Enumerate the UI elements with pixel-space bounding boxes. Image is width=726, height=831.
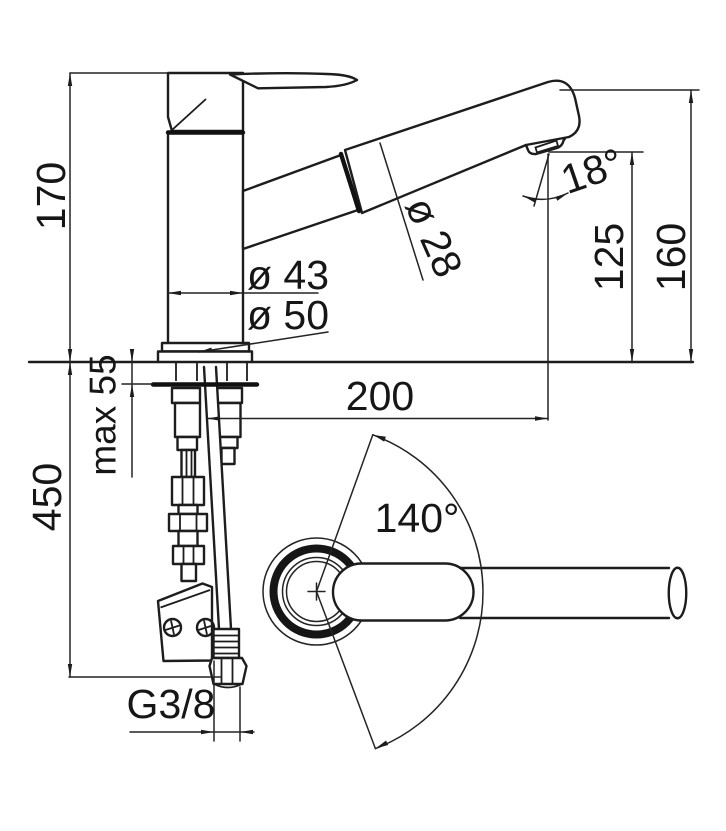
pullout-wand [343, 79, 581, 215]
lever-handle [228, 72, 359, 90]
label-dia-43: ø 43 [247, 252, 329, 298]
screw-icon [195, 617, 216, 638]
mixer-head [165, 71, 246, 135]
spout-base [241, 153, 360, 251]
label-angle-18: 18° [555, 139, 629, 203]
label-length-450: 450 [24, 463, 70, 531]
swivel-radius-lines [315, 434, 377, 750]
screw-icon [162, 617, 183, 638]
spout-sleeve-top [331, 562, 475, 622]
faucet-body [166, 131, 245, 345]
label-dia-28: ø 28 [396, 190, 471, 284]
dim-18-ref [533, 153, 550, 207]
label-reach-200: 200 [346, 373, 414, 419]
wand-joint [338, 151, 362, 214]
dim-28-line [379, 142, 424, 281]
top-view [262, 434, 688, 750]
label-dia-50: ø 50 [247, 292, 329, 338]
base-escutcheon [156, 350, 254, 364]
dim-50-leader [198, 331, 329, 353]
label-angle-140: 140° [375, 495, 460, 541]
aerator [524, 137, 567, 156]
spout-tube-end [667, 566, 688, 620]
mounting-shank [175, 363, 248, 381]
mounting-bracket [156, 582, 216, 663]
swivel-arc [372, 434, 484, 750]
label-height-170: 170 [28, 162, 74, 230]
label-height-125: 125 [586, 223, 632, 291]
front-view [27, 71, 695, 689]
spout-tube-top [458, 566, 671, 620]
label-max-55: max 55 [83, 354, 124, 475]
dimension-labels: 170 450 max 55 ø 43 ø 50 ø 28 18° 125 16… [24, 139, 694, 727]
dimensions [67, 72, 700, 742]
label-height-160: 160 [648, 223, 694, 291]
label-thread-g38: G3/8 [127, 681, 216, 727]
left-supply-hose [167, 386, 209, 583]
